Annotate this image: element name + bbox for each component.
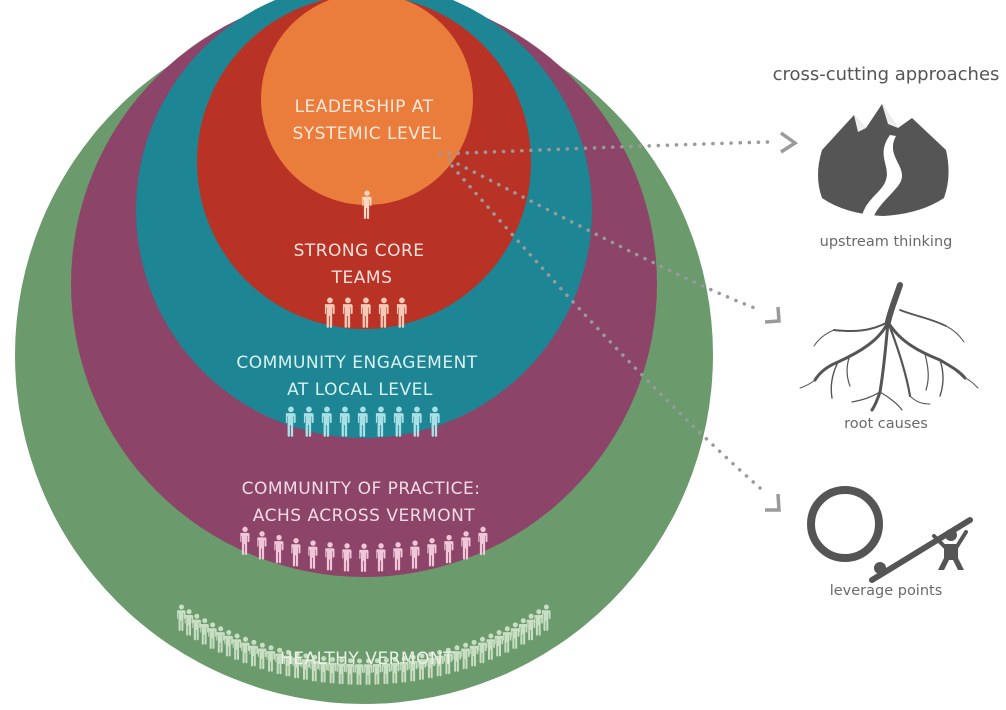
strong-core-teams-label: STRONG CORE TEAMS: [294, 241, 431, 288]
leverage-caption: leverage points: [830, 583, 943, 599]
arrowhead-upstream: [779, 131, 799, 154]
connector-arrowheads: [764, 131, 799, 512]
upstream-caption: upstream thinking: [820, 234, 953, 250]
community-engagement-label: COMMUNITY ENGAGEMENT AT LOCAL LEVEL: [236, 353, 483, 400]
dotted-connectors: [438, 140, 770, 490]
approaches-title: cross-cutting approaches: [773, 64, 1000, 85]
connector-leverage: [450, 164, 762, 490]
lever-wheel-icon: [807, 486, 973, 583]
leadership-circle: [261, 0, 473, 205]
healthy-vermont-label: HEALTHY VERMONT: [280, 649, 454, 669]
mountain-river-icon: [818, 104, 949, 216]
community-of-practice-label: COMMUNITY OF PRACTICE: ACHS ACROSS VERMO…: [242, 479, 487, 526]
connector-root-causes: [448, 158, 762, 312]
leadership-label: LEADERSHIP AT SYSTEMIC LEVEL: [292, 97, 441, 144]
root-causes-caption: root causes: [844, 416, 928, 432]
arrowhead-root-causes: [764, 306, 781, 324]
roots-icon: [799, 282, 979, 412]
arrowhead-leverage: [765, 493, 781, 512]
